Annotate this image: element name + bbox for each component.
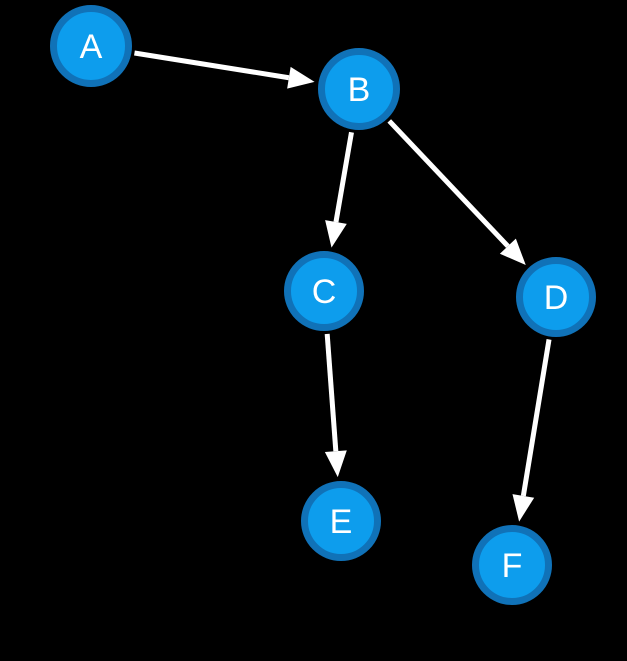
edge-line — [333, 131, 354, 223]
node-circle[interactable] — [284, 251, 364, 331]
edge-line — [134, 50, 290, 81]
node-circle[interactable] — [516, 257, 596, 337]
arrowhead-icon — [499, 238, 526, 266]
edge-line — [324, 333, 339, 452]
graph-node-c[interactable]: C — [284, 251, 364, 331]
arrowhead-icon — [287, 66, 315, 89]
node-circle[interactable] — [50, 5, 132, 87]
node-circle[interactable] — [472, 525, 552, 605]
edge-b-to-c[interactable] — [325, 131, 354, 248]
arrowhead-icon — [512, 494, 535, 522]
edge-b-to-d[interactable] — [387, 119, 526, 266]
edges-layer — [134, 50, 552, 522]
graph-node-e[interactable]: E — [301, 481, 381, 561]
edge-d-to-f[interactable] — [512, 339, 552, 522]
edge-c-to-e[interactable] — [324, 333, 347, 478]
graph-node-b[interactable]: B — [318, 48, 400, 130]
edge-line — [387, 119, 510, 248]
graph-node-f[interactable]: F — [472, 525, 552, 605]
graph-node-d[interactable]: D — [516, 257, 596, 337]
graph-node-a[interactable]: A — [50, 5, 132, 87]
arrowhead-icon — [325, 220, 347, 248]
nodes-layer: A B C D E F — [50, 5, 596, 605]
node-circle[interactable] — [301, 481, 381, 561]
arrowhead-icon — [324, 450, 347, 478]
edge-line — [520, 339, 552, 497]
node-circle[interactable] — [318, 48, 400, 130]
edge-a-to-b[interactable] — [134, 50, 315, 89]
